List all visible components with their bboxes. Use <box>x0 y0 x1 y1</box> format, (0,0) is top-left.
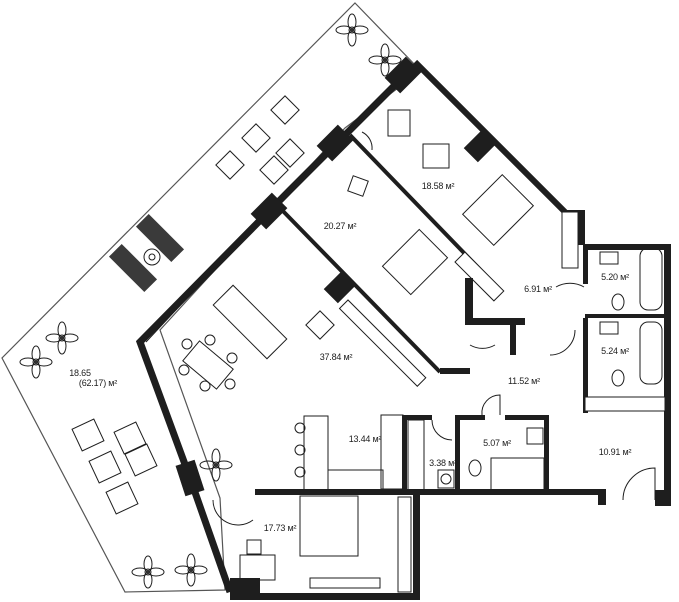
room-label-dressing-room: 6.91 м² <box>524 284 552 294</box>
armchair-icon <box>422 143 450 169</box>
sink-icon <box>599 321 619 335</box>
bed-icon <box>461 173 535 247</box>
desk-icon <box>239 554 276 581</box>
table-icon <box>241 123 271 153</box>
room-label-bedroom-1: 18.58 м² <box>422 181 455 191</box>
room-label-hall: 11.52 м² <box>508 376 540 386</box>
bathtub-icon <box>639 321 663 385</box>
terrace-furniture <box>19 13 402 589</box>
room-label-bathroom-1: 5.20 м² <box>601 272 629 282</box>
bed-icon <box>381 228 449 296</box>
shower-icon <box>490 457 545 491</box>
kitchen-island-icon <box>303 415 329 492</box>
sun-lounger-icon <box>108 243 158 293</box>
armchair-icon <box>105 481 139 515</box>
door-arc <box>555 282 585 288</box>
toilet-icon <box>468 459 482 477</box>
room-label-terrace-full: (62.17) м² <box>79 378 117 388</box>
toilet-icon <box>611 369 625 387</box>
room-label-bathroom-3: 5.07 м² <box>483 438 511 448</box>
bed-icon <box>299 495 359 557</box>
toilet-icon <box>611 293 625 311</box>
plant-icon <box>131 555 165 589</box>
washing-machine-icon <box>437 469 455 489</box>
plant-icon <box>174 553 208 587</box>
armchair-icon <box>259 155 289 185</box>
armchair-icon <box>215 150 245 180</box>
armchair-icon <box>113 421 147 455</box>
chair-icon <box>246 539 262 555</box>
armchair-icon <box>387 109 411 137</box>
furniture <box>178 109 663 589</box>
room-labels: 18.65 (62.17) м² 18.58 м² 20.27 м² 37.84… <box>69 181 631 533</box>
room-label-laundry: 3.38 м² <box>429 458 457 468</box>
plant-icon <box>368 43 402 77</box>
kitchen-counter-icon <box>327 469 384 491</box>
armchair-icon <box>71 418 105 452</box>
glazed-facade <box>135 56 422 594</box>
table-icon <box>88 450 122 484</box>
sink-icon <box>599 251 619 265</box>
doors <box>212 131 656 526</box>
dining-table-icon <box>182 340 234 390</box>
armchair-icon <box>270 95 300 125</box>
sink-icon <box>526 427 544 445</box>
chair-icon <box>347 175 369 197</box>
armchair-icon <box>124 443 158 477</box>
bathtub-icon <box>639 247 663 311</box>
armchair-icon <box>275 138 305 168</box>
sofa-icon <box>212 284 288 360</box>
plant-icon <box>19 345 53 379</box>
armchair-icon <box>305 310 335 340</box>
room-label-entrance-hall: 10.91 м² <box>599 447 632 457</box>
sun-lounger-icon <box>135 213 185 263</box>
room-label-terrace: 18.65 <box>69 368 91 378</box>
interior-walls <box>230 59 671 600</box>
room-label-kitchen: 13.44 м² <box>349 434 382 444</box>
terrace <box>1 2 419 593</box>
room-label-living-room: 37.84 м² <box>320 352 353 362</box>
plant-icon <box>335 13 369 47</box>
room-label-bedroom-2: 20.27 м² <box>324 221 357 231</box>
plant-icon <box>45 321 79 355</box>
room-label-bedroom-3: 17.73 м² <box>264 523 297 533</box>
tv-icon <box>309 577 381 589</box>
plant-icon <box>199 448 233 482</box>
side-table-icon <box>143 248 161 266</box>
room-label-bathroom-2: 5.24 м² <box>601 346 629 356</box>
